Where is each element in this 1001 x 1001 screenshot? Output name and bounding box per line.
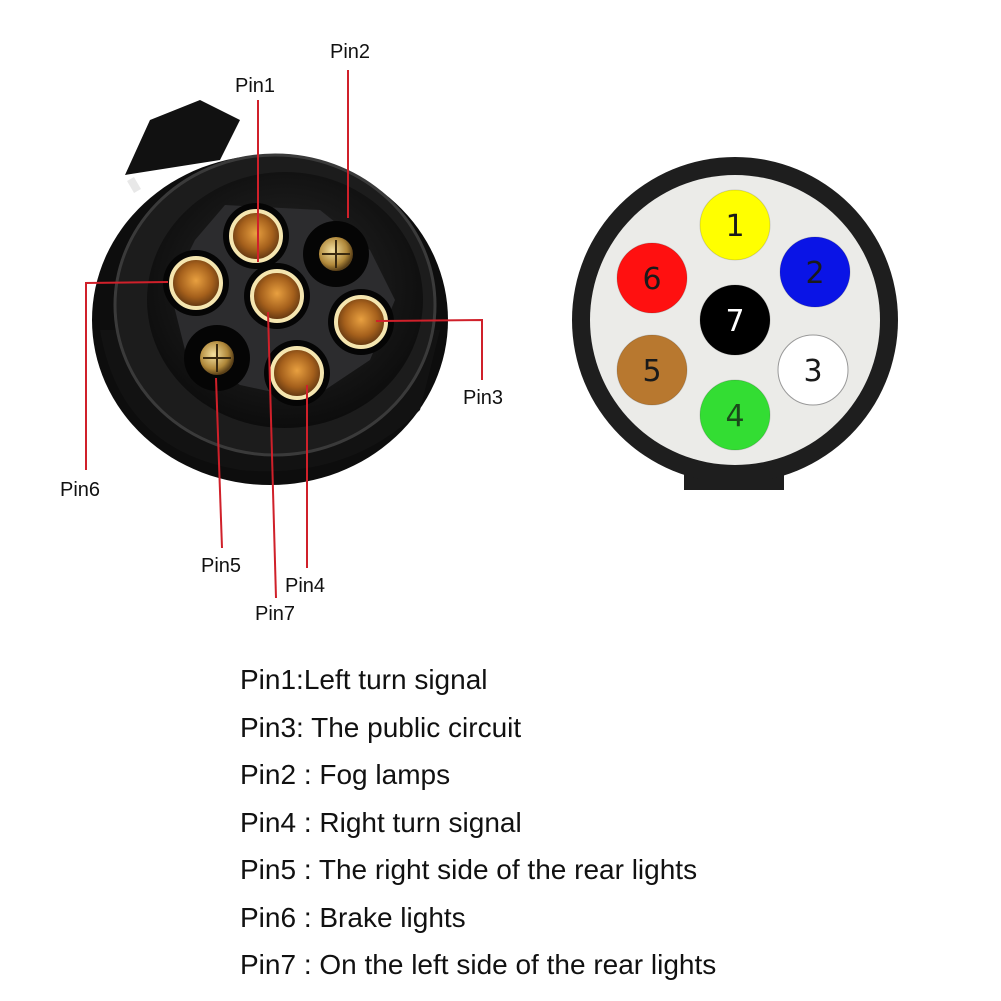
tab-highlight [127, 176, 141, 194]
diagram-pin-5 [616, 334, 688, 406]
diagram-pin-number-5: 5 [642, 354, 661, 389]
diagram-pin-number-4: 4 [725, 399, 744, 434]
socket-sleeve-4 [270, 346, 324, 400]
socket-sleeve-6 [169, 256, 223, 310]
leader-line-pin5 [215, 377, 223, 549]
legend-row-pin5: Pin5 : The right side of the rear lights [240, 854, 698, 885]
callout-pin3: Pin3 [463, 387, 503, 409]
leader-line-pin3 [375, 318, 483, 380]
diagram-pin-6 [616, 242, 688, 314]
pin-slot-5 [203, 344, 231, 372]
legend-row-pin4: Pin4 : Right turn signal [240, 806, 522, 838]
housing-tab [125, 100, 240, 175]
diagram-pin-number-7: 7 [725, 304, 744, 339]
pin-color-diagram: 1 2 3 4 5 6 7 [572, 157, 898, 490]
leader-line-pin6 [85, 281, 169, 470]
diagram-pin-3 [777, 334, 849, 406]
socket-sleeve-3 [334, 295, 388, 349]
socket-sleeve-1 [229, 209, 283, 263]
diagram-pin-1 [699, 189, 771, 261]
diagram-pin-7 [699, 284, 771, 356]
callout-pin6: Pin6 [60, 479, 100, 501]
diagram-pin-number-3: 3 [803, 354, 822, 389]
callout-pin2: Pin2 [330, 41, 370, 63]
callout-pin5: Pin5 [201, 555, 241, 577]
legend-row-pin1: Pin1:Left turn signal [240, 664, 488, 695]
diagram-pin-4 [699, 379, 771, 451]
connector-photo: Pin1 Pin2 Pin3 Pin4 Pin5 Pin6 Pin7 [60, 41, 503, 625]
callout-pin1: Pin1 [235, 75, 275, 97]
pin-slot-2 [322, 240, 350, 268]
callout-pin4: Pin4 [285, 575, 325, 597]
diagram-pin-number-2: 2 [805, 256, 824, 291]
pin-function-legend: Pin1:Left turn signal Pin3: The public c… [240, 656, 716, 989]
legend-row-pin3: Pin3: The public circuit [240, 711, 522, 743]
diagram-pin-number-6: 6 [642, 262, 661, 297]
legend-row-pin7: Pin7 : On the left side of the rear ligh… [240, 949, 717, 980]
leader-line-pin7 [267, 311, 277, 599]
legend-row-pin2: Pin2 : Fog lamps [240, 759, 451, 790]
diagram-pin-number-1: 1 [725, 209, 744, 244]
socket-sleeve-7 [250, 269, 304, 323]
legend-row-pin6: Pin6 : Brake lights [240, 901, 466, 933]
diagram-pin-2 [779, 236, 851, 308]
callout-pin7: Pin7 [255, 603, 295, 625]
